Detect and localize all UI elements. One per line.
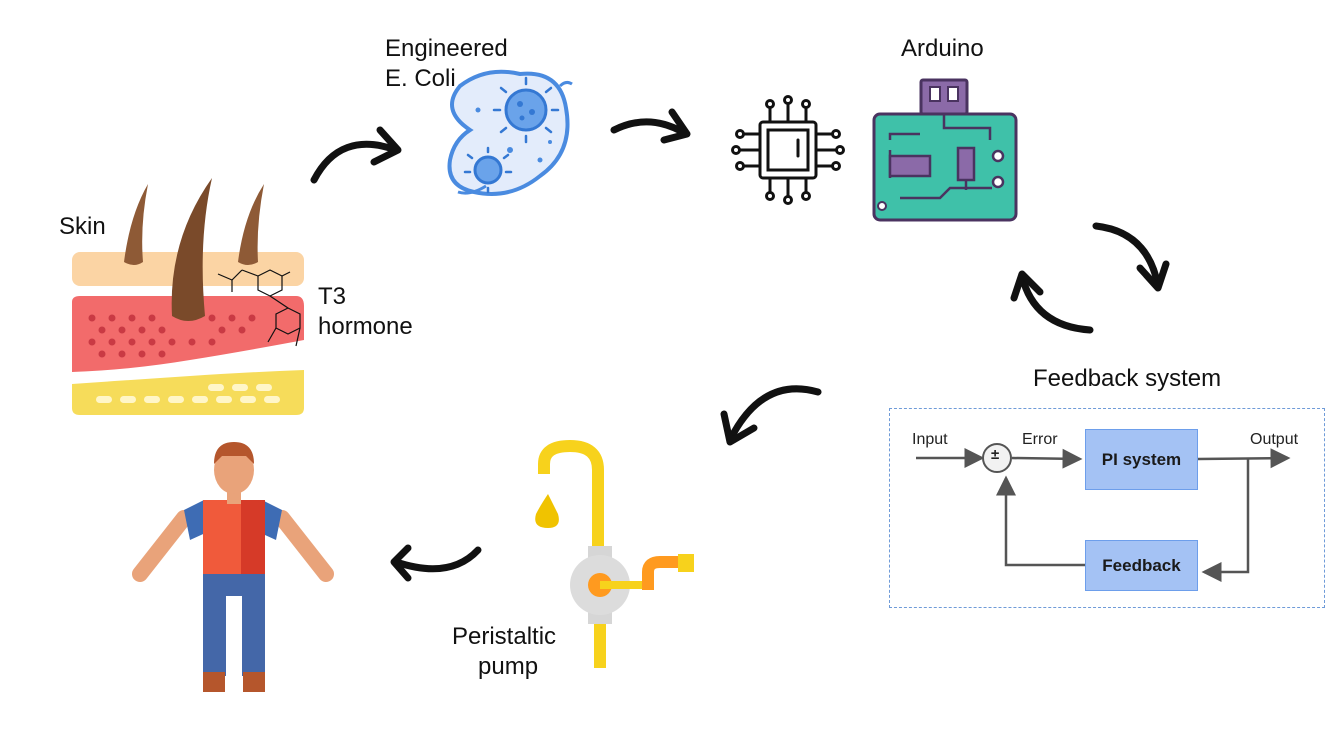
- t3-label: T3: [318, 283, 347, 310]
- error-label: Error: [1022, 431, 1058, 448]
- sum-sign: ±: [991, 446, 1000, 463]
- cycle-arrows-icon: [1010, 222, 1170, 334]
- feedback-label: Feedback: [1102, 555, 1181, 575]
- arduino-board-icon: [872, 78, 1018, 222]
- pump-label: pump: [478, 653, 539, 680]
- feedback-system-label: Feedback system: [1033, 365, 1222, 392]
- control-diagram-frame: [889, 408, 1325, 608]
- ecoli-label: E. Coli: [385, 65, 456, 92]
- arduino-label: Arduino: [901, 35, 984, 62]
- bacteria-icon: [447, 69, 573, 196]
- control-diagram-lines: [916, 448, 1291, 582]
- pump-icon: [535, 439, 694, 668]
- arrow-feedback-to-pump: [720, 385, 822, 446]
- feedback-block: Feedback: [1085, 540, 1198, 591]
- skin-icon: [72, 178, 304, 415]
- engineered-label: Engineered: [385, 35, 508, 62]
- output-label: Output: [1250, 431, 1299, 448]
- pi-system-block: PI system: [1085, 429, 1198, 490]
- pi-system-label: PI system: [1101, 449, 1182, 469]
- arrow-ecoli-to-arduino: [610, 108, 691, 144]
- hormone-label: hormone: [318, 313, 413, 340]
- skin-label: Skin: [59, 213, 106, 240]
- arrow-pump-to-person: [390, 544, 482, 582]
- peristaltic-label: Peristaltic: [452, 623, 557, 650]
- arrow-skin-to-ecoli: [310, 126, 402, 184]
- input-label: Input: [912, 431, 948, 448]
- chip-icon: [731, 95, 845, 205]
- summing-junction: [982, 443, 1012, 473]
- person-icon: [132, 442, 334, 692]
